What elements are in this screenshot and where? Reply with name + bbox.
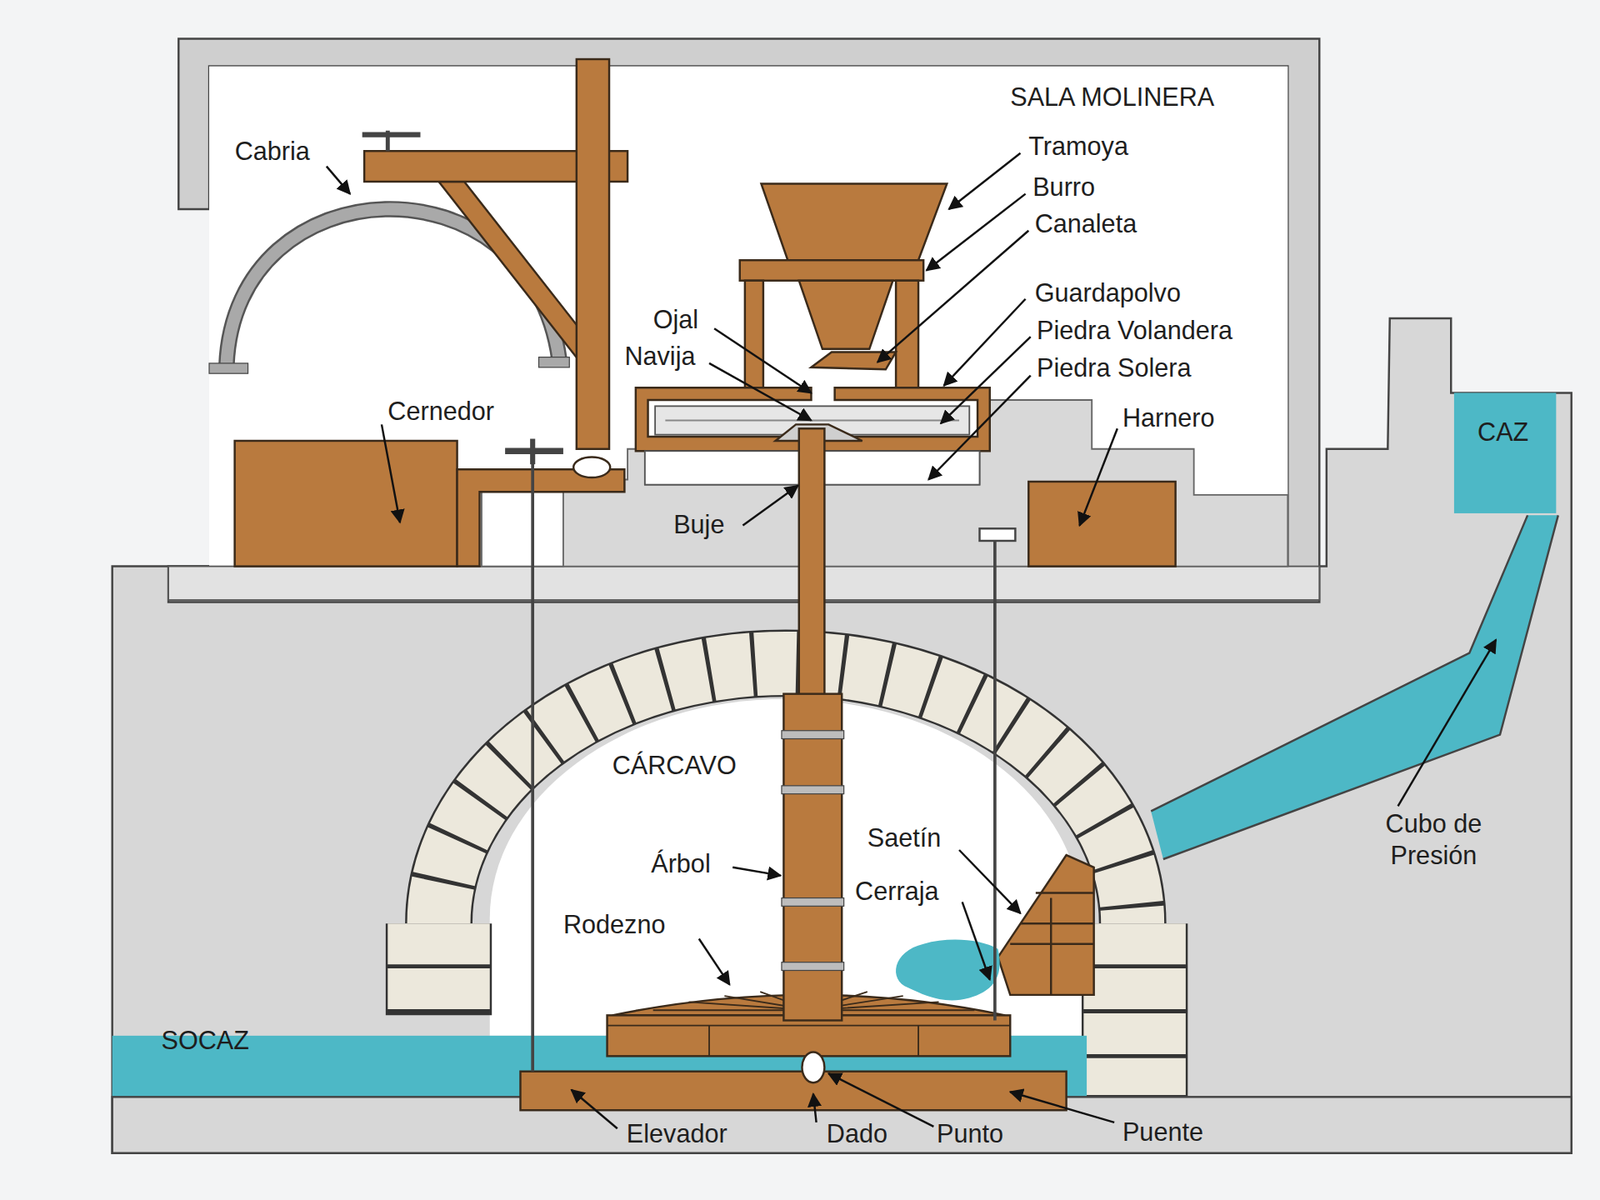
harnero-box [1028, 481, 1175, 567]
burro-leg [745, 280, 764, 389]
part-label: Guardapolvo [1035, 277, 1181, 310]
arch-column [387, 923, 490, 1014]
part-label: CAZ [1477, 416, 1529, 449]
tramoya-funnel [799, 280, 894, 350]
burro-leg [895, 280, 919, 389]
part-label: Tramoya [1028, 130, 1129, 163]
part-label: Cerraja [855, 875, 939, 908]
leader-line [732, 867, 781, 876]
cabria-hook [226, 209, 560, 365]
leader-line [926, 194, 1026, 271]
arch-column-outline [1081, 923, 1188, 1097]
canaleta-trough [810, 351, 896, 370]
part-label: Canaleta [1035, 208, 1138, 240]
arch-column-outline [385, 923, 492, 1015]
floor [168, 566, 1320, 600]
stone-groove [665, 420, 960, 422]
part-label: Elevador [626, 1118, 728, 1150]
leader-line [949, 153, 1021, 210]
cabria-foot [539, 357, 570, 368]
part-label: Cubo de Presión [1357, 808, 1511, 873]
burro-beam [740, 260, 924, 280]
arbol-upper [799, 428, 825, 696]
cabria-pivot [573, 457, 610, 478]
puente [520, 1071, 1066, 1111]
part-label: Harnero [1122, 401, 1215, 434]
part-label: Rodezno [563, 909, 666, 941]
leader-line [962, 901, 990, 980]
room-interior [209, 66, 1288, 567]
cabria-post [576, 59, 610, 450]
base-gap [481, 491, 564, 566]
part-label: Puente [1122, 1116, 1204, 1149]
leader-line [1398, 640, 1497, 807]
part-label: Cabria [235, 135, 310, 168]
dado [801, 1051, 825, 1083]
leader-line [699, 939, 730, 985]
part-label: Ojal [653, 304, 699, 336]
elevador-screw [530, 439, 535, 465]
caz-water [1454, 392, 1556, 513]
part-label: Saetín [867, 822, 942, 855]
room-walls [168, 39, 1320, 603]
leader-line [813, 1094, 817, 1123]
leader-line [1080, 428, 1118, 525]
saetin-bricks [1010, 892, 1094, 995]
saetin [998, 855, 1095, 995]
arbol-ring [781, 730, 845, 740]
leader-line [828, 1073, 934, 1127]
leader-line [940, 336, 1031, 424]
rodezno-lines [607, 1025, 1011, 1057]
part-label: Burro [1032, 171, 1095, 204]
cabria-brace [439, 181, 595, 380]
leader-line [326, 166, 350, 195]
elevador-rod [530, 449, 535, 1072]
part-label: Piedra Solera [1036, 351, 1191, 384]
tramoya-hopper [760, 183, 947, 260]
part-label: Piedra Volandera [1036, 314, 1233, 346]
cubo-wall [1150, 515, 1528, 811]
part-label: Navija [624, 340, 695, 373]
saetin-rod-handle [980, 528, 1016, 541]
leader-line [959, 850, 1020, 914]
cubo-wall [1163, 515, 1559, 860]
part-label: Cernedor [387, 395, 495, 428]
cubo-water [1150, 515, 1559, 860]
leader-line [944, 299, 1026, 386]
part-label: Buje [673, 509, 725, 541]
part-label: SALA MOLINERA [1010, 81, 1215, 114]
saetin-rod [993, 540, 997, 1021]
part-label: Punto [936, 1118, 1004, 1150]
part-label: SOCAZ [160, 1024, 249, 1056]
leader-line [877, 230, 1029, 363]
cabria-handle [362, 132, 421, 138]
arbol-ring [781, 962, 845, 971]
arbol-ring [781, 785, 845, 795]
cernedor-box [235, 440, 458, 567]
part-label: Dado [826, 1118, 888, 1150]
leader-line [714, 328, 811, 393]
leader-line [571, 1090, 618, 1130]
part-label: CÁRCAVO [612, 750, 737, 782]
water-jet [895, 940, 1000, 1001]
leader-line [1010, 1091, 1115, 1123]
leader-lines [326, 153, 1496, 1130]
leader-line [709, 363, 811, 421]
arbol [783, 694, 842, 1021]
building-mass [112, 318, 1572, 1154]
part-label: Árbol [650, 848, 710, 880]
leader-line [381, 424, 400, 523]
cabria-hook-outline [226, 209, 560, 365]
cabria-foot [209, 363, 249, 374]
cernedor-chute [457, 469, 625, 566]
leader-line [742, 485, 798, 526]
arbol-ring [781, 898, 845, 907]
leader-line [928, 375, 1030, 480]
arch-column [1083, 923, 1185, 1095]
